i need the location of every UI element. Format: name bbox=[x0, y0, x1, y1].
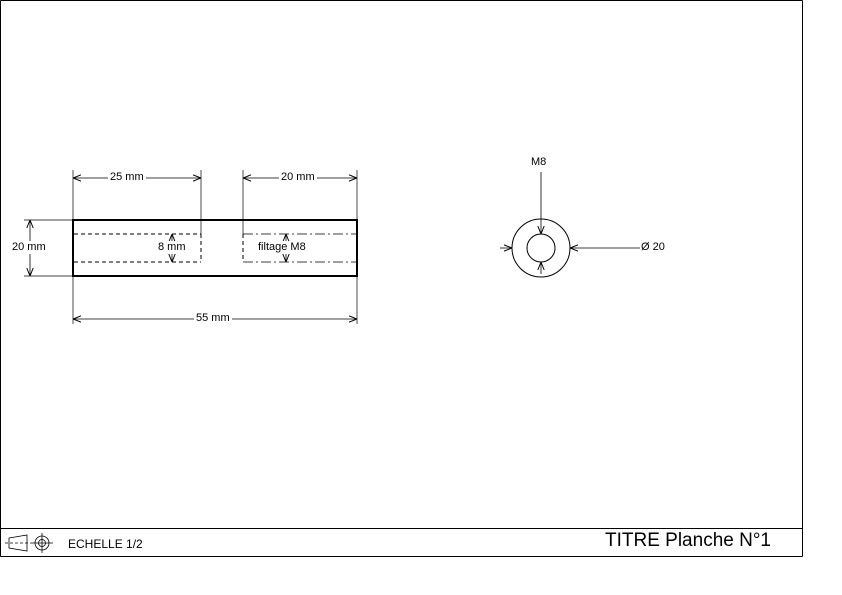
dim-label-height: 20 mm bbox=[10, 241, 48, 254]
inner-circle bbox=[526, 233, 556, 263]
diameter-label: Ø 20 bbox=[641, 241, 665, 253]
projection-symbol-icon bbox=[5, 533, 53, 553]
sheet-title: TITRE Planche N°1 bbox=[605, 530, 771, 551]
part-outline bbox=[72, 219, 358, 277]
front-view bbox=[24, 170, 358, 324]
sheet-frame bbox=[0, 0, 803, 557]
side-view bbox=[500, 172, 640, 278]
thread-label-front: filtage M8 bbox=[256, 241, 308, 254]
thread-lines bbox=[243, 233, 356, 263]
dim-label-25mm: 25 mm bbox=[108, 171, 146, 184]
thread-label-side: M8 bbox=[531, 156, 547, 168]
dim-label-bore: 8 mm bbox=[156, 241, 188, 254]
dimension-lines bbox=[30, 178, 357, 319]
scale-label: ECHELLE 1/2 bbox=[68, 537, 143, 551]
hidden-bore bbox=[74, 233, 202, 263]
dim-label-55mm: 55 mm bbox=[194, 312, 232, 325]
dim-label-20mm-top: 20 mm bbox=[279, 171, 317, 184]
